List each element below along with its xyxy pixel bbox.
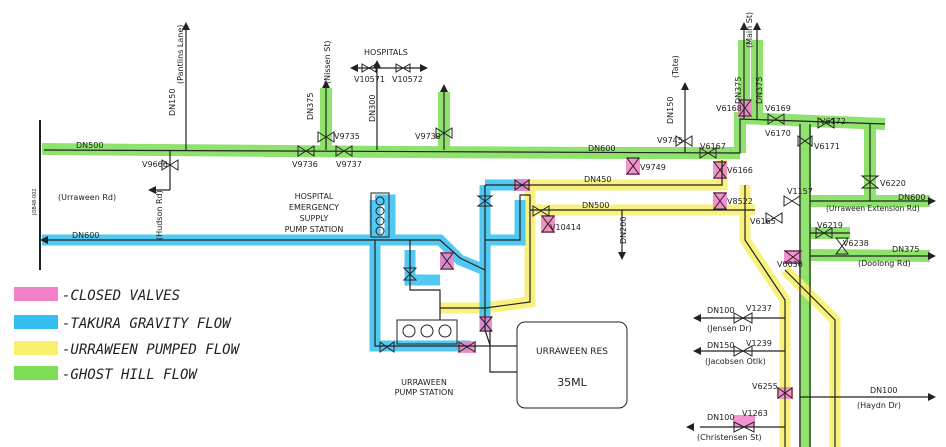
valve-v1237: V1237 <box>746 304 772 313</box>
valve-v9666: V9666 <box>142 160 168 169</box>
valve-v6219: V6219 <box>817 221 843 230</box>
valve-v1263: V1263 <box>742 409 768 418</box>
legend-swatch-closed <box>14 287 58 301</box>
valve-v0036: V0036 <box>777 260 803 269</box>
valve-v10571: V10571 <box>354 75 385 84</box>
street-doolong: (Doolong Rd) <box>858 259 911 268</box>
street-tate: (Tate) <box>671 55 680 78</box>
hospitals-title: HOSPITALS <box>364 48 408 57</box>
pipe-dn500-top: DN500 <box>76 141 103 150</box>
valve-v10572: V10572 <box>392 75 423 84</box>
reservoir-name: URRAWEEN RES <box>536 347 608 357</box>
pipe-dn600-mid: DN600 <box>588 144 615 153</box>
valve-icons <box>161 63 880 433</box>
hospital-station-line4: PUMP STATION <box>285 225 344 234</box>
flow-arrow-icons <box>40 22 936 431</box>
urraween-station-line1: URRAWEEN <box>401 378 447 387</box>
valve-v6168: V6168 <box>716 104 742 113</box>
street-pantlins: (Pantlins Lane) <box>176 25 185 84</box>
pipe-dn375-main-a: DN375 <box>734 77 743 104</box>
valve-v6220: V6220 <box>880 179 906 188</box>
pipe-dn150-jacobsen: DN150 <box>707 341 734 350</box>
street-urraween-ext: (Urraween Extension Rd) <box>826 204 920 213</box>
pipe-dn600-ext: DN600 <box>898 193 925 202</box>
hospital-station-line2: EMERGENCY <box>289 203 339 212</box>
legend-swatch-ghost <box>14 366 58 380</box>
street-hudson: (Hudson Rd) <box>155 190 164 240</box>
pipe-dn450: DN450 <box>584 175 611 184</box>
street-christensen: (Christensen St) <box>697 433 762 442</box>
street-jensen: (Jensen Dr) <box>707 324 752 333</box>
valve-v9749: V9749 <box>640 163 666 172</box>
valve-v1239: V1239 <box>746 339 772 348</box>
pipe-network <box>39 30 930 447</box>
pipe-dn100-christensen: DN100 <box>707 413 734 422</box>
pipe-dn375-main-b: DN375 <box>755 77 764 104</box>
valve-v9745: V9745 <box>657 136 683 145</box>
valve-v1157: V1157 <box>787 187 813 196</box>
legend: -CLOSED VALVES -TAKURA GRAVITY FLOW -URR… <box>14 287 241 383</box>
pipe-dn600-left: DN600 <box>72 231 99 240</box>
valve-v6169: V6169 <box>765 104 791 113</box>
legend-swatch-takura <box>14 315 58 329</box>
valve-v6170: V6170 <box>765 129 791 138</box>
valve-v6172: V6172 <box>820 117 846 126</box>
street-nissen: (Nissen St) <box>323 40 332 84</box>
valve-v9736: V9736 <box>292 160 318 169</box>
pipe-dn500-mid: DN500 <box>582 201 609 210</box>
pipe-dn150-pantlins: DN150 <box>168 89 177 116</box>
street-main: (Main St) <box>745 12 754 48</box>
valve-v9735: V9735 <box>334 132 360 141</box>
urraween-pumped-flow-highlight <box>440 160 841 447</box>
valve-v6167: V6167 <box>700 142 726 151</box>
street-urraween-rd: (Urraween Rd) <box>58 193 116 202</box>
legend-label-takura: -TAKURA GRAVITY FLOW <box>62 316 232 332</box>
legend-label-closed: -CLOSED VALVES <box>62 288 180 304</box>
pipe-dn100-haydn: DN100 <box>870 386 897 395</box>
valve-v6171: V6171 <box>814 142 840 151</box>
valve-v9739: V9739 <box>415 132 441 141</box>
pipe-dn375-nissen: DN375 <box>306 93 315 120</box>
pipe-dn150-tate: DN150 <box>666 97 675 124</box>
valve-v10414: V10414 <box>550 223 581 232</box>
valve-v6255: V6255 <box>752 382 778 391</box>
street-jacobsen: (Jacobsen Otlk) <box>705 357 766 366</box>
valve-v6165: V6165 <box>750 217 776 226</box>
urraween-station-line2: PUMP STATION <box>395 388 454 397</box>
pipe-dn375-doolong: DN375 <box>892 245 919 254</box>
legend-label-urraween: -URRAWEEN PUMPED FLOW <box>62 342 241 358</box>
valve-v9737: V9737 <box>336 160 362 169</box>
reservoir-capacity: 35ML <box>557 376 587 389</box>
side-mark: JOB48-002 <box>32 188 38 216</box>
pipe-dn300: DN300 <box>368 95 377 122</box>
valve-v8522: V8522 <box>727 197 753 206</box>
pipe-dn200: DN200 <box>619 217 628 244</box>
legend-swatch-urraween <box>14 341 58 355</box>
hospital-station-line1: HOSPITAL <box>295 192 334 201</box>
hospital-station-line3: SUPPLY <box>300 214 329 223</box>
valve-v6238: V6238 <box>843 239 869 248</box>
valve-v6166: V6166 <box>727 166 753 175</box>
legend-label-ghost: -GHOST HILL FLOW <box>62 367 198 383</box>
pipe-dn100-jensen: DN100 <box>707 306 734 315</box>
pump-icons <box>375 196 452 338</box>
street-haydn: (Haydn Dr) <box>857 401 901 410</box>
